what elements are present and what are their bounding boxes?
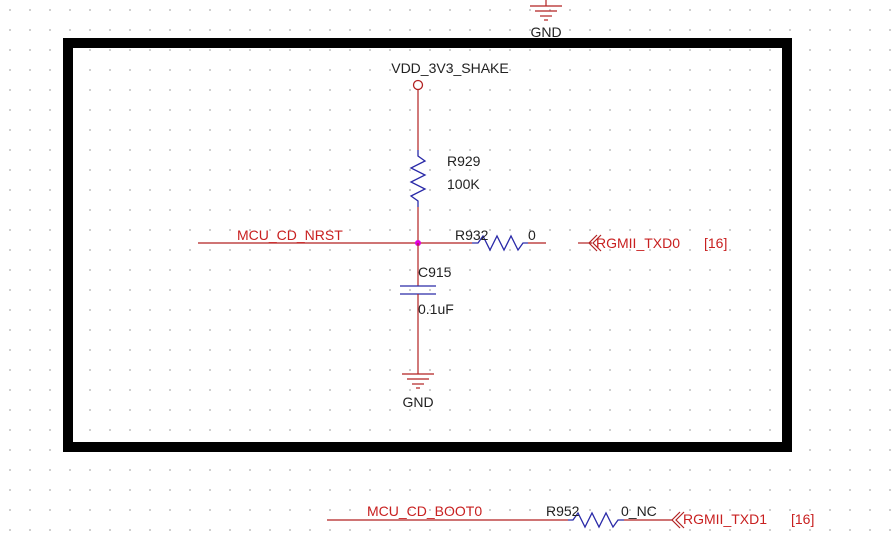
offpage-connector-txd1-inner	[675, 511, 685, 529]
r929-value-label: 100K	[447, 176, 480, 192]
gnd-label-main: GND	[402, 394, 433, 410]
c915-ref-label: C915	[418, 264, 452, 280]
r929-ref-label: R929	[447, 153, 481, 169]
power-port-circle	[412, 79, 424, 91]
c915-value-label: 0.1uF	[418, 301, 454, 317]
ground-symbol-top	[530, 0, 562, 21]
page-ref-txd1: [16]	[791, 511, 814, 527]
r952-value-label: 0_NC	[621, 503, 657, 519]
resistor-r929[interactable]	[409, 150, 427, 207]
r932-value-label: 0	[528, 227, 536, 243]
net-label-mcu-cd-boot0: MCU_CD_BOOT0	[367, 503, 482, 519]
vdd-power-label: VDD_3V3_SHAKE	[391, 60, 509, 76]
offpage-connector-txd0-inner	[592, 234, 602, 252]
ground-symbol-main	[402, 373, 434, 389]
r932-ref-label: R932	[455, 227, 489, 243]
net-label-mcu-cd-nrst: MCU_CD_NRST	[237, 227, 343, 243]
gnd-label-top: GND	[530, 24, 561, 40]
net-label-rgmii-txd1: RGMII_TXD1	[683, 511, 767, 527]
resistor-r952[interactable]	[568, 511, 624, 529]
offpage-connector-txd1-outer	[671, 511, 681, 529]
net-label-rgmii-txd0: RGMII_TXD0	[596, 235, 680, 251]
highlight-frame	[63, 38, 792, 452]
page-ref-txd0: [16]	[704, 235, 727, 251]
offpage-connector-txd0-outer	[588, 234, 598, 252]
r952-ref-label: R952	[546, 503, 580, 519]
resistor-r932[interactable]	[472, 234, 528, 252]
